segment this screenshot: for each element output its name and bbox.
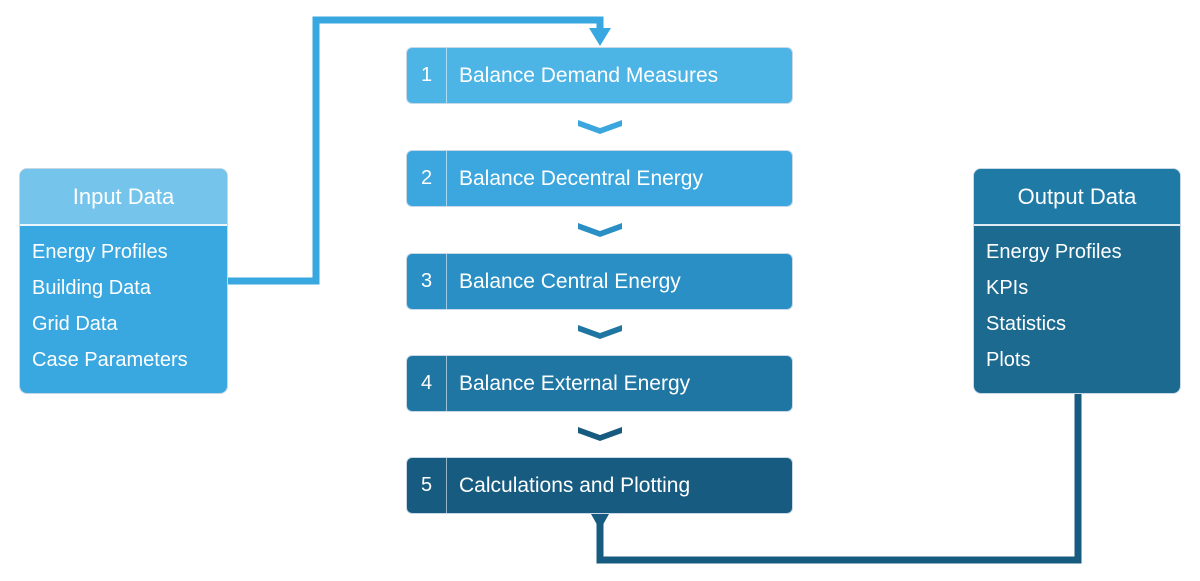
- input-data-title: Input Data: [20, 169, 227, 226]
- step-3-label: Balance Central Energy: [459, 269, 681, 293]
- step-2-label: Balance Decentral Energy: [459, 166, 703, 190]
- input-to-step1-connector: [228, 16, 604, 285]
- output-item-kpis: KPIs: [986, 277, 1029, 299]
- step5-to-output-connector: [596, 394, 1082, 564]
- step-1-number: 1: [407, 48, 447, 103]
- chevron-1-2: [578, 120, 622, 134]
- step-4-box: 4 Balance External Energy: [406, 355, 793, 412]
- output-arrowhead: [591, 514, 609, 530]
- step-4-number: 4: [407, 356, 447, 411]
- step-2-box: 2 Balance Decentral Energy: [406, 150, 793, 207]
- output-data-box: Output Data Energy Profiles KPIs Statist…: [973, 168, 1181, 394]
- chevron-2-3: [578, 223, 622, 237]
- chevron-4-5: [578, 427, 622, 441]
- step-5-label: Calculations and Plotting: [459, 473, 691, 497]
- output-data-list: Energy Profiles KPIs Statistics Plots: [974, 226, 1180, 378]
- input-arrowhead: [589, 28, 611, 46]
- step-1-box: 1 Balance Demand Measures: [406, 47, 793, 104]
- output-data-title: Output Data: [974, 169, 1180, 226]
- output-item-energy-profiles: Energy Profiles: [986, 241, 1122, 263]
- step-1-label: Balance Demand Measures: [459, 63, 719, 87]
- input-item-grid-data: Grid Data: [32, 313, 118, 335]
- step-5-number: 5: [407, 458, 447, 513]
- input-item-building-data: Building Data: [32, 277, 151, 299]
- step-3-box: 3 Balance Central Energy: [406, 253, 793, 310]
- input-data-list: Energy Profiles Building Data Grid Data …: [20, 226, 227, 378]
- step-5-box: 5 Calculations and Plotting: [406, 457, 793, 514]
- step-4-label: Balance External Energy: [459, 371, 691, 395]
- input-data-box: Input Data Energy Profiles Building Data…: [19, 168, 228, 394]
- input-item-energy-profiles: Energy Profiles: [32, 241, 168, 263]
- chevron-3-4: [578, 325, 622, 339]
- input-item-case-parameters: Case Parameters: [32, 349, 188, 371]
- output-item-statistics: Statistics: [986, 313, 1067, 335]
- output-item-plots: Plots: [986, 349, 1031, 371]
- step-3-number: 3: [407, 254, 447, 309]
- step-2-number: 2: [407, 151, 447, 206]
